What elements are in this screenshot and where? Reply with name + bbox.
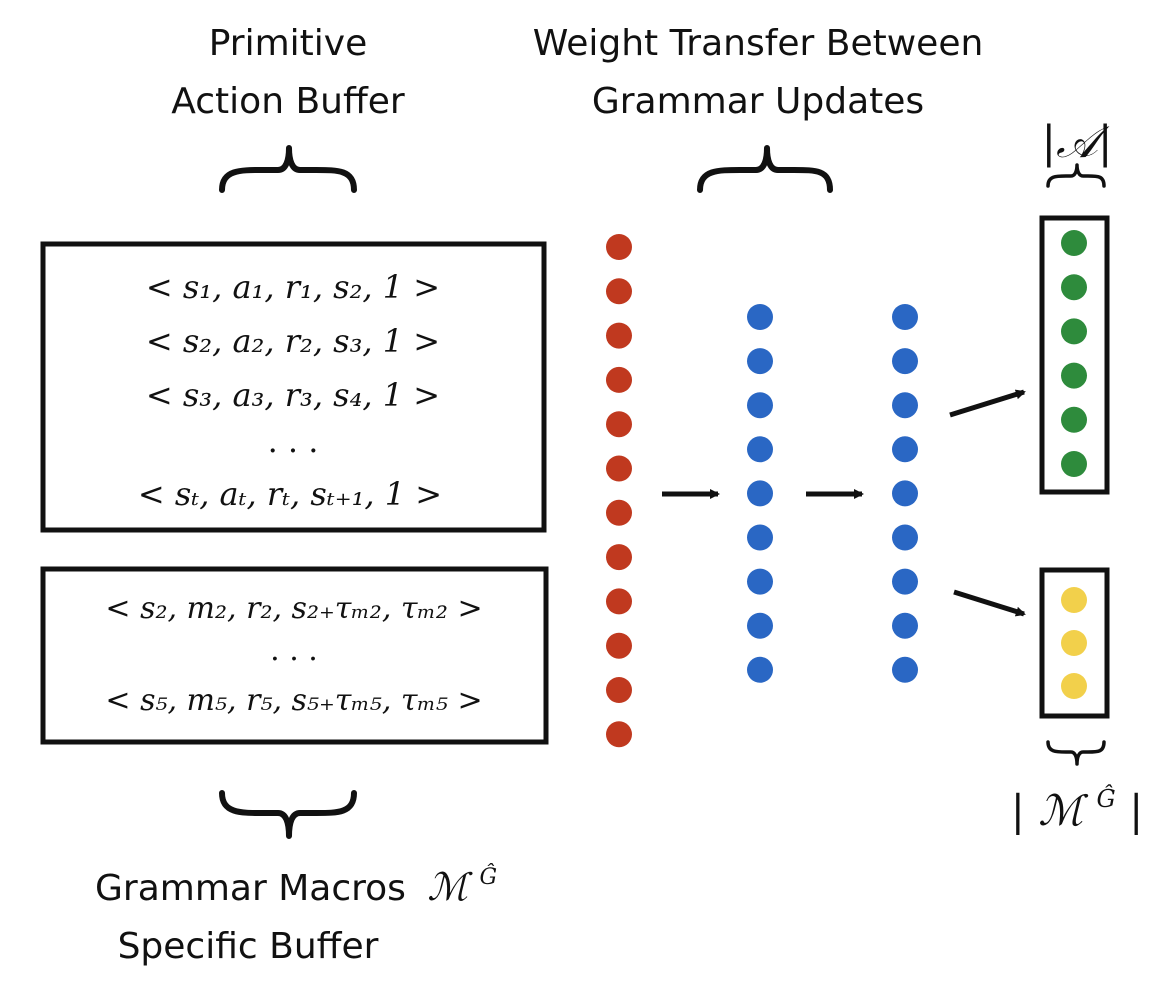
hidden1-node-5	[747, 480, 773, 507]
hidden2-node-1	[892, 304, 918, 330]
action-head-box	[1039, 215, 1110, 495]
macro-space-bar-left: |	[1011, 786, 1025, 835]
primitive-transition-3: < s₃, a₃, r₃, s₄, 1 >	[146, 376, 440, 414]
hidden1-node-8	[747, 612, 773, 639]
weight-transfer-title-line2: Grammar Updates	[592, 81, 924, 122]
macro-space-symbol: ℳ	[1038, 786, 1089, 835]
hidden1-node-7	[747, 568, 773, 595]
macro-space-label: | ℳ Ĝ |	[1011, 768, 1143, 835]
macro-node-2	[1061, 630, 1087, 656]
action-node-1	[1061, 230, 1087, 256]
macro-buffer-brace	[219, 790, 357, 839]
macro-value-head	[1061, 587, 1087, 699]
grammar-buffer-title-text: Grammar Macros	[95, 868, 406, 909]
grammar-buffer-title-line1: Grammar Macros ℳ Ĝ	[95, 863, 497, 909]
hidden1-node-6	[747, 524, 773, 551]
primitive-buffer-title-line2: Action Buffer	[171, 81, 405, 122]
macro-space-superscript: Ĝ	[1097, 784, 1116, 813]
hidden2-node-9	[892, 656, 918, 683]
input-node-7	[606, 499, 632, 526]
hidden2-node-7	[892, 568, 918, 595]
action-node-5	[1061, 406, 1087, 433]
input-node-4	[606, 366, 632, 393]
primitive-buffer-title-line1: Primitive	[209, 23, 368, 64]
grammar-macro-symbol: ℳ	[427, 865, 473, 909]
action-node-4	[1061, 362, 1087, 389]
primitive-action-buffer-box	[40, 241, 547, 533]
macro-head-box	[1039, 567, 1110, 719]
action-node-3	[1061, 318, 1087, 345]
grammar-buffer-title-line2: Specific Buffer	[118, 926, 379, 967]
input-node-9	[606, 588, 632, 615]
input-node-11	[606, 677, 632, 703]
action-node-6	[1061, 451, 1087, 477]
input-layer	[606, 234, 632, 748]
hidden1-node-4	[747, 436, 773, 463]
macro-space-brace	[1046, 740, 1106, 766]
hidden2-node-5	[892, 480, 918, 507]
primitive-transition-2: < s₂, a₂, r₂, s₃, 1 >	[146, 322, 440, 360]
primitive-ellipsis: . . .	[268, 422, 319, 460]
hidden1-node-1	[747, 304, 773, 330]
hidden1-node-9	[747, 656, 773, 683]
hidden1-node-3	[747, 392, 773, 419]
input-node-10	[606, 632, 632, 659]
arrow-to-action-head	[949, 389, 1026, 418]
input-node-12	[606, 721, 632, 748]
macro-node-1	[1061, 587, 1087, 613]
macro-transition-1: < s₂, m₂, r₂, s₂₊τₘ₂, τₘ₂ >	[105, 591, 482, 626]
macro-ellipsis: . . .	[270, 633, 318, 668]
input-node-3	[606, 322, 632, 349]
hidden-layer-2	[892, 304, 918, 683]
input-node-5	[606, 411, 632, 438]
arrow-to-macro-head	[953, 589, 1026, 617]
action-space-label: |𝒜|	[1041, 117, 1112, 168]
weight-transfer-brace	[697, 145, 833, 193]
hidden2-node-4	[892, 436, 918, 463]
hidden1-node-2	[747, 348, 773, 375]
action-value-head	[1061, 230, 1087, 477]
hidden2-node-6	[892, 524, 918, 551]
primitive-transition-t: < sₜ, aₜ, rₜ, sₜ₊₁, 1 >	[138, 475, 442, 513]
action-node-2	[1061, 274, 1087, 301]
hidden-layer-1	[747, 304, 773, 683]
hidden2-node-2	[892, 348, 918, 375]
hidden2-node-8	[892, 612, 918, 639]
action-space-brace	[1046, 163, 1106, 188]
input-node-1	[606, 234, 632, 260]
input-node-2	[606, 278, 632, 305]
primitive-buffer-brace	[219, 145, 357, 193]
grammar-macro-superscript: Ĝ	[479, 863, 497, 890]
weight-transfer-title-line1: Weight Transfer Between	[533, 23, 984, 64]
input-node-8	[606, 544, 632, 571]
macro-transition-5: < s₅, m₅, r₅, s₅₊τₘ₅, τₘ₅ >	[105, 683, 482, 718]
macro-buffer-box	[40, 566, 549, 745]
macro-node-3	[1061, 673, 1087, 699]
input-node-6	[606, 455, 632, 482]
hidden2-node-3	[892, 392, 918, 419]
macro-space-bar-right: |	[1129, 786, 1143, 835]
primitive-transition-1: < s₁, a₁, r₁, s₂, 1 >	[146, 268, 440, 306]
